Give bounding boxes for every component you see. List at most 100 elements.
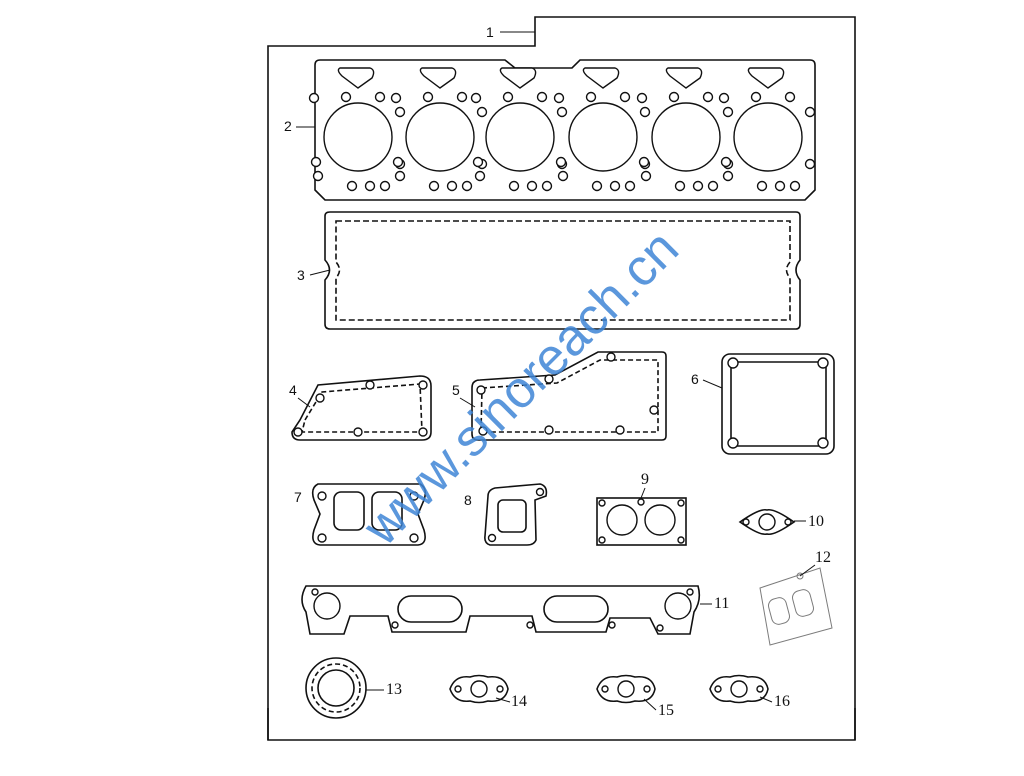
- bolt-hole: [674, 180, 686, 192]
- label-1: 1: [486, 24, 494, 40]
- water-port: [747, 67, 785, 89]
- bolt-hole: [756, 180, 768, 192]
- bolt-hole: [536, 91, 548, 103]
- bolt-hole: [364, 180, 376, 192]
- bolt-hole: [591, 180, 603, 192]
- part-10-gasket: [738, 508, 796, 536]
- part-13-ring-gasket: [305, 657, 367, 719]
- label-3: 3: [297, 267, 305, 283]
- bolt-hole: [474, 170, 486, 182]
- bolt-hole: [556, 106, 568, 118]
- label-13: 13: [386, 681, 402, 698]
- bolt-hole: [640, 170, 652, 182]
- water-port: [665, 67, 703, 89]
- water-port: [582, 67, 620, 89]
- bolt-hole: [428, 180, 440, 192]
- bolt-hole: [784, 91, 796, 103]
- part-2-cylinder-head-gasket: [308, 59, 816, 201]
- bolt-hole: [392, 156, 404, 168]
- part-5-gasket: [471, 351, 667, 441]
- bolt-hole: [379, 180, 391, 192]
- water-port: [419, 67, 457, 89]
- bolt-hole: [553, 92, 565, 104]
- bolt-hole: [750, 91, 762, 103]
- bolt-hole: [394, 106, 406, 118]
- bolt-hole: [446, 180, 458, 192]
- part-12-gasket: [759, 567, 833, 646]
- water-port: [337, 67, 375, 89]
- bolt-hole: [456, 91, 468, 103]
- label-9: 9: [641, 471, 649, 488]
- bolt-hole: [638, 156, 650, 168]
- bolt-hole: [461, 180, 473, 192]
- bolt-hole: [502, 91, 514, 103]
- bolt-hole: [340, 91, 352, 103]
- part-9-gasket: [596, 497, 687, 546]
- part-3-cover-gasket: [324, 211, 801, 330]
- bolt-hole: [804, 158, 816, 170]
- bolt-hole: [374, 91, 386, 103]
- cylinder-bore: [485, 102, 555, 172]
- label-15: 15: [658, 702, 674, 719]
- bolt-hole: [707, 180, 719, 192]
- bolt-hole: [557, 170, 569, 182]
- part-8-gasket: [484, 483, 548, 546]
- bolt-hole: [619, 91, 631, 103]
- bolt-hole: [312, 170, 324, 182]
- bolt-hole: [472, 156, 484, 168]
- bolt-hole: [394, 170, 406, 182]
- label-7: 7: [294, 489, 302, 505]
- bolt-hole: [526, 180, 538, 192]
- bolt-hole: [310, 156, 322, 168]
- cylinder-bore: [568, 102, 638, 172]
- cylinder-bore: [405, 102, 475, 172]
- label-10: 10: [808, 513, 824, 530]
- label-14: 14: [511, 693, 527, 710]
- bolt-hole: [722, 106, 734, 118]
- label-12: 12: [815, 549, 831, 566]
- label-4: 4: [289, 382, 297, 398]
- bolt-hole: [789, 180, 801, 192]
- cylinder-bore: [733, 102, 803, 172]
- label-8: 8: [464, 492, 472, 508]
- bolt-hole: [774, 180, 786, 192]
- bolt-hole: [308, 92, 320, 104]
- water-port: [499, 67, 537, 89]
- bolt-hole: [718, 92, 730, 104]
- part-14-gasket: [449, 674, 509, 704]
- label-11: 11: [714, 595, 729, 612]
- label-6: 6: [691, 371, 699, 387]
- bolt-hole: [470, 92, 482, 104]
- frame-bottom-marks: [267, 708, 856, 740]
- bolt-hole: [609, 180, 621, 192]
- cylinder-bore: [651, 102, 721, 172]
- cylinder-bore: [323, 102, 393, 172]
- bolt-hole: [722, 170, 734, 182]
- bolt-hole: [508, 180, 520, 192]
- label-2: 2: [284, 118, 292, 134]
- part-6-gasket: [721, 353, 835, 455]
- bolt-hole: [804, 106, 816, 118]
- part-7-gasket: [311, 483, 427, 546]
- bolt-hole: [585, 91, 597, 103]
- bolt-hole: [720, 156, 732, 168]
- bolt-hole: [702, 91, 714, 103]
- bolt-hole: [422, 91, 434, 103]
- bolt-hole: [668, 91, 680, 103]
- label-5: 5: [452, 382, 460, 398]
- part-4-gasket: [291, 375, 432, 441]
- label-16: 16: [774, 693, 790, 710]
- bolt-hole: [476, 106, 488, 118]
- part-16-gasket: [709, 674, 769, 704]
- bolt-hole: [541, 180, 553, 192]
- watermark: www.sinoreach.cn: [352, 219, 690, 557]
- bolt-hole: [555, 156, 567, 168]
- bolt-hole: [390, 92, 402, 104]
- part-15-gasket: [596, 674, 656, 704]
- bolt-hole: [636, 92, 648, 104]
- bolt-hole: [624, 180, 636, 192]
- bolt-hole: [346, 180, 358, 192]
- part-11-manifold-gasket: [301, 585, 701, 635]
- bolt-hole: [639, 106, 651, 118]
